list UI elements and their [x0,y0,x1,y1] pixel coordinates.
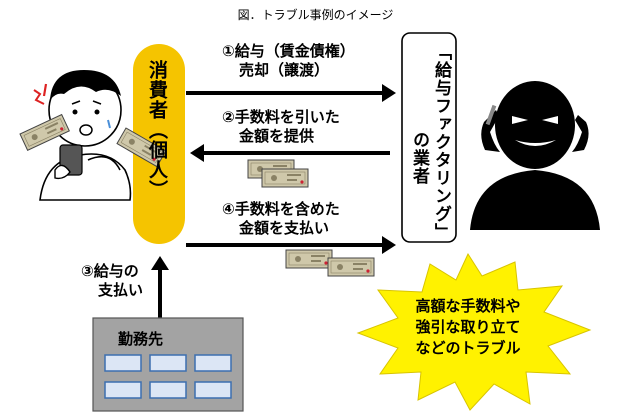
consumer-label-line2: （個人） [146,120,168,200]
consumer-label-line1: 消費者 [146,60,168,120]
money-note-icon [261,168,309,188]
trouble-line3: などのトラブル [415,339,521,357]
step-4-line2: 金額を支払い [239,219,330,237]
step-number: ④ [222,200,235,218]
step-2-line2: 金額を提供 [239,127,315,145]
workplace-label: 勤務先 [118,330,164,348]
trouble-burst [356,252,592,411]
step-number: ③ [81,262,94,280]
factoring-label-line2: の業者 [409,131,429,185]
figure-title: 図．トラブル事例のイメージ [237,8,394,22]
step-4-label: ④手数料を含めた 金額を支払い [222,200,340,238]
factoring-label-line1: 「給与ファクタリング」 [431,43,451,241]
step-3-label: ③給与の 支払い [81,262,143,300]
consumer-pill [133,44,185,244]
step-1-line1: 給与（賃金債権） [234,42,355,60]
step-2-line1: 手数料を引いた [234,108,340,126]
step-2-label: ②手数料を引いた 金額を提供 [222,108,340,146]
arrow-provide [190,144,390,162]
factoring-label: 「給与ファクタリング」 の業者 [408,43,452,241]
step-number: ① [222,42,235,60]
consumer-label: 消費者（個人） [145,60,169,200]
factoring-box [401,32,457,243]
money-note-icon [327,257,375,277]
step-1-label: ①給与（賃金債権） 売却（譲渡） [222,42,355,80]
money-note-icon [285,249,333,269]
step-3-line2: 支払い [98,281,144,299]
arrow-salary [151,256,169,320]
trouble-line2: 強引な取り立て [415,318,521,336]
step-4-line1: 手数料を含めた [234,200,340,218]
exclaim-mark-icon [33,83,48,105]
step-1-line2: 売却（譲渡） [239,61,330,79]
office-building-icon [92,317,244,412]
arrow-repay [186,236,396,254]
arrow-sell [186,84,396,102]
step-3-line1: 給与の [93,262,139,280]
trouble-line1: 高額な手数料や [415,297,521,315]
trouble-text: 高額な手数料や 強引な取り立て などのトラブル [393,296,543,359]
shady-dealer-icon [470,81,600,230]
step-number: ② [222,108,235,126]
